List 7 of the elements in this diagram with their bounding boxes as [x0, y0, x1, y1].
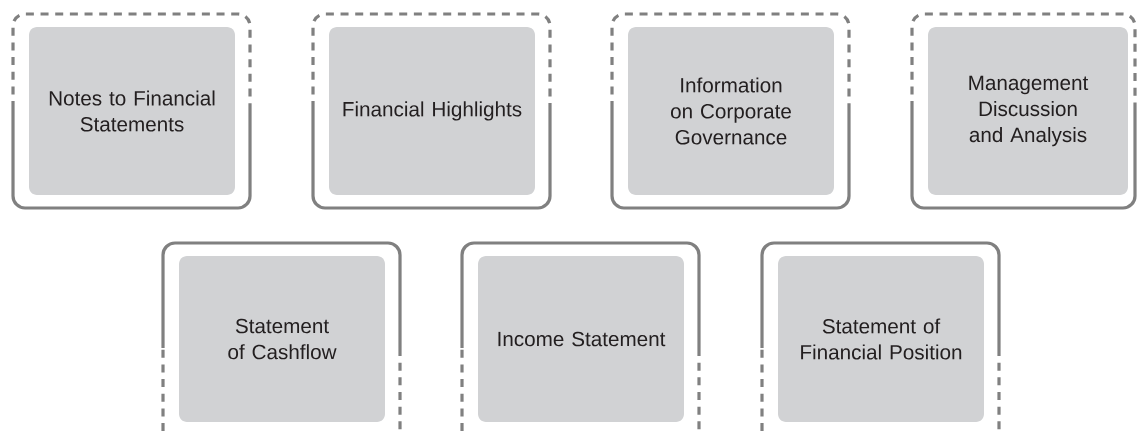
label-box: Financial Highlights [329, 27, 535, 195]
label-box: Statement of Cashflow [179, 256, 385, 422]
label-box: Notes to Financial Statements [29, 27, 235, 195]
label-box: Income Statement [478, 256, 684, 422]
label-box: Information on Corporate Governance [628, 27, 834, 195]
label-box: Management Discussion and Analysis [928, 27, 1128, 195]
label-box: Statement of Financial Position [778, 256, 984, 422]
